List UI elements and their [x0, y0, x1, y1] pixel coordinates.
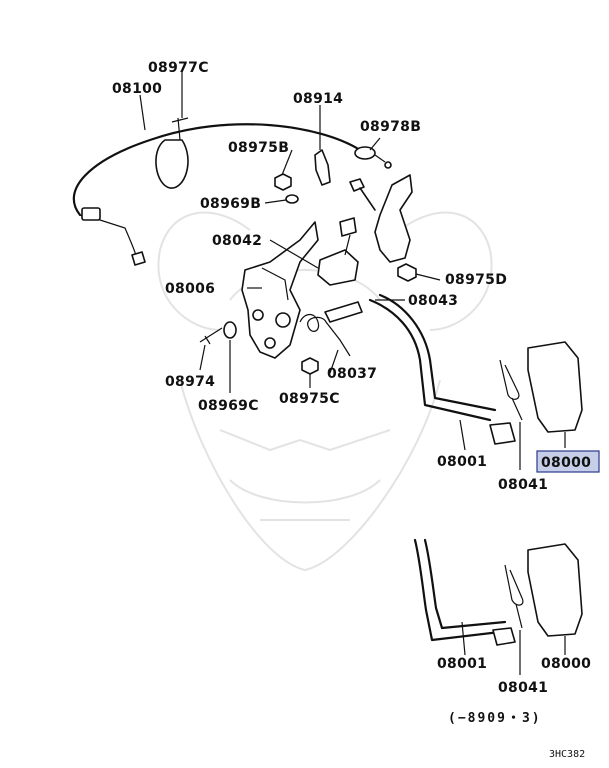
drawing-code: 3HC382 — [549, 749, 585, 760]
label-08977c[interactable]: 08977C — [148, 60, 209, 76]
label-08001-lower[interactable]: 08001 — [437, 656, 487, 672]
pedal-arm-lower — [413, 538, 516, 646]
label-08914[interactable]: 08914 — [293, 91, 343, 107]
washer-08969b — [285, 194, 299, 204]
label-08006[interactable]: 08006 — [165, 281, 215, 297]
label-08974[interactable]: 08974 — [165, 374, 215, 390]
bolt — [349, 178, 376, 211]
label-08000-lower[interactable]: 08000 — [541, 656, 591, 672]
label-08969c[interactable]: 08969C — [198, 398, 259, 414]
cable-bracket — [314, 149, 331, 186]
highlight-box-08000 — [536, 450, 600, 473]
nut-08975b — [274, 173, 292, 191]
label-08978b[interactable]: 08978B — [360, 119, 421, 135]
stop-bracket — [374, 174, 417, 282]
cable-clamp — [155, 117, 189, 189]
label-08043[interactable]: 08043 — [408, 293, 458, 309]
cable-end — [354, 146, 392, 169]
label-08041-upper[interactable]: 08041 — [498, 477, 548, 493]
label-08041-lower[interactable]: 08041 — [498, 680, 548, 696]
label-08001-upper[interactable]: 08001 — [437, 454, 487, 470]
return-spring — [299, 313, 351, 357]
pedal-spring-upper — [499, 359, 523, 421]
pedal-pad-lower — [527, 543, 583, 637]
label-08042[interactable]: 08042 — [212, 233, 262, 249]
throttle-cable — [72, 123, 362, 266]
pedal-pad-upper — [527, 341, 583, 433]
pedal-spring-lower — [504, 564, 524, 629]
sensor-switch — [317, 217, 359, 286]
label-08975b[interactable]: 08975B — [228, 140, 289, 156]
date-range-note: (−8909・3) — [448, 711, 542, 726]
label-08975c[interactable]: 08975C — [279, 391, 340, 407]
pedal-bracket — [241, 221, 319, 359]
label-08975d[interactable]: 08975D — [445, 272, 507, 288]
label-08037[interactable]: 08037 — [327, 366, 377, 382]
label-08000-upper[interactable]: 08000 — [541, 455, 591, 471]
nut-08975c — [301, 357, 319, 375]
leader-lines — [139, 72, 566, 675]
pedal-arm-upper — [324, 293, 516, 445]
clip-pin — [199, 327, 223, 345]
washer-08969c — [223, 321, 237, 339]
label-08969b[interactable]: 08969B — [200, 196, 261, 212]
label-08100[interactable]: 08100 — [112, 81, 162, 97]
